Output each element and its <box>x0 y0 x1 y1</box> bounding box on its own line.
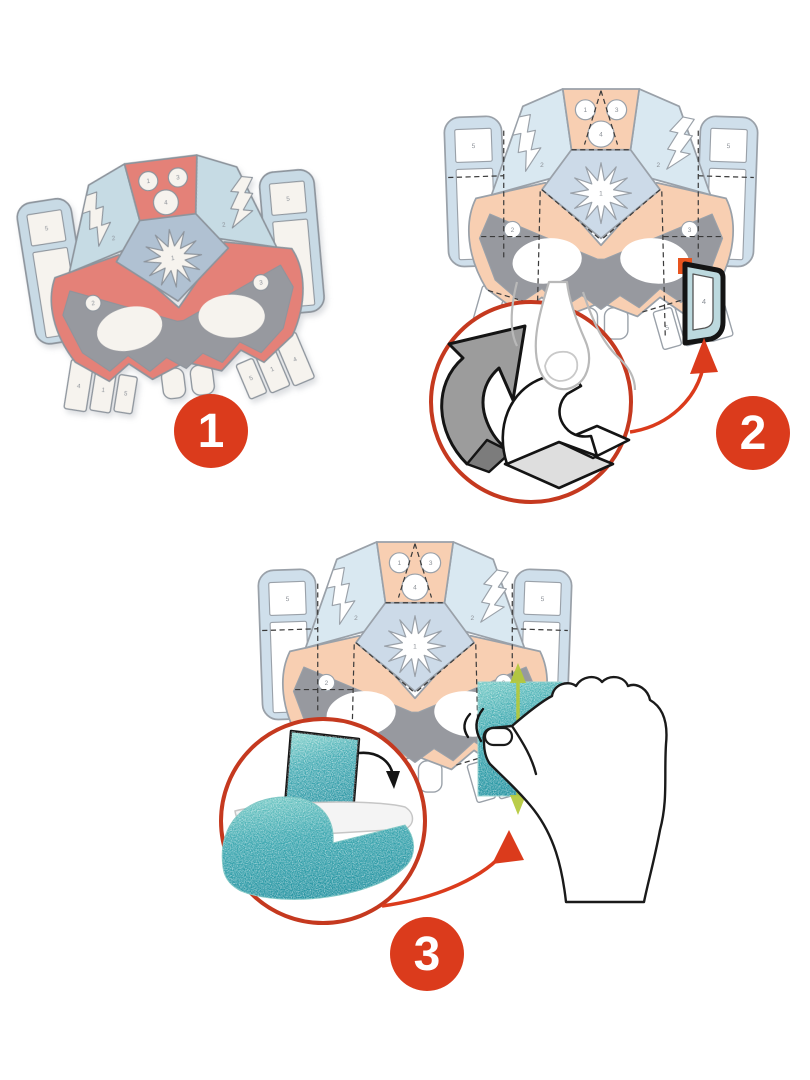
hand-fingers <box>510 280 637 391</box>
glitter-wave <box>221 796 414 900</box>
motion-lines-icon <box>463 707 485 743</box>
sticker-being-peeled <box>501 373 631 490</box>
part-number: 4 <box>702 297 706 306</box>
mask-step1-colored <box>4 134 348 431</box>
hand-holding-glitter <box>463 675 668 904</box>
step-1-badge: 1 <box>174 394 248 468</box>
thumbnail <box>483 726 514 747</box>
highlight-flap: 4 <box>678 258 726 346</box>
inset-peel-sticker <box>429 280 637 504</box>
step-2-badge: 2 <box>716 396 790 470</box>
step-2-number: 2 <box>739 406 767 460</box>
step-1-number: 1 <box>197 404 225 458</box>
step-3-badge: 3 <box>390 917 464 991</box>
inset-glitter-sheet <box>219 717 427 925</box>
flip-arrow-icon <box>357 751 400 789</box>
step-3-number: 3 <box>413 927 441 981</box>
